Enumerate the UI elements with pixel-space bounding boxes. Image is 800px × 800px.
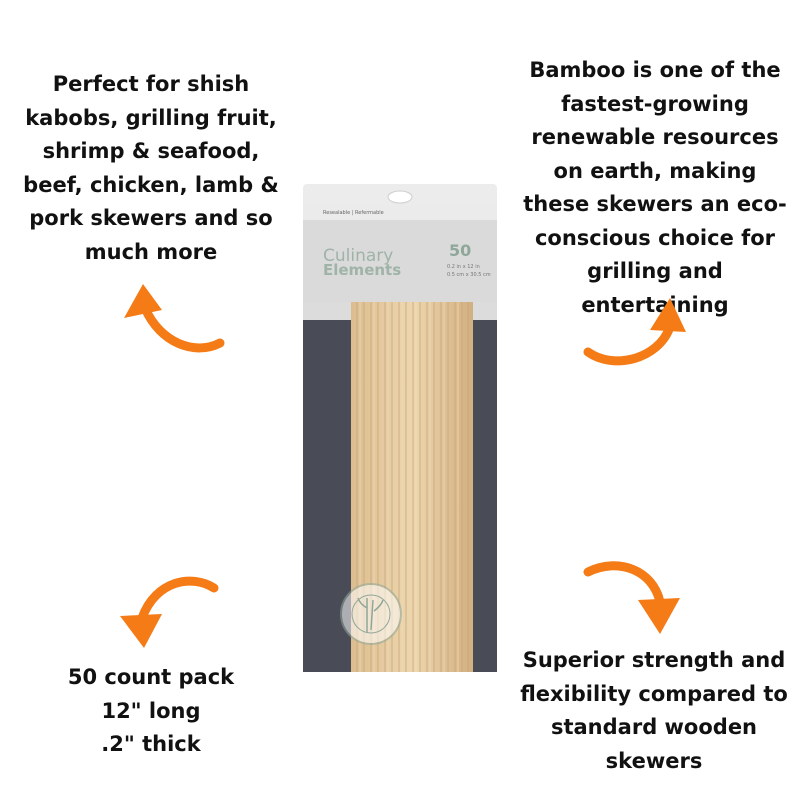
curved-arrow-icon: [124, 284, 225, 353]
skewer-package: Resealable | Refermable Culinary Element…: [303, 184, 497, 672]
callout-pack-specs: 50 count pack 12" long .2" thick: [40, 661, 262, 762]
resealable-label: Resealable | Refermable: [323, 210, 384, 216]
spec-count: 50 count pack: [67, 665, 235, 689]
count-label: 50: [449, 241, 471, 260]
brand-name-2: Elements: [323, 261, 401, 279]
curved-arrow-icon: [583, 298, 686, 366]
spec-length: 12" long: [101, 698, 201, 723]
callout-uses: Perfect for shish kabobs, grilling fruit…: [23, 72, 279, 264]
spec-label-in: 0.2 in x 12 in: [447, 264, 480, 270]
brand-name: Culinary: [323, 246, 393, 266]
spec-thickness: .2" thick: [101, 732, 201, 756]
curved-arrow-icon: [583, 561, 680, 634]
bamboo-seal-icon: [340, 583, 402, 645]
callout-eco: Bamboo is one of the fastest-growing ren…: [523, 58, 787, 317]
curved-arrow-icon: [120, 576, 219, 648]
spec-label-cm: 0.5 cm x 30.5 cm: [447, 272, 491, 278]
callout-strength: Superior strength and flexibility compar…: [520, 648, 788, 773]
